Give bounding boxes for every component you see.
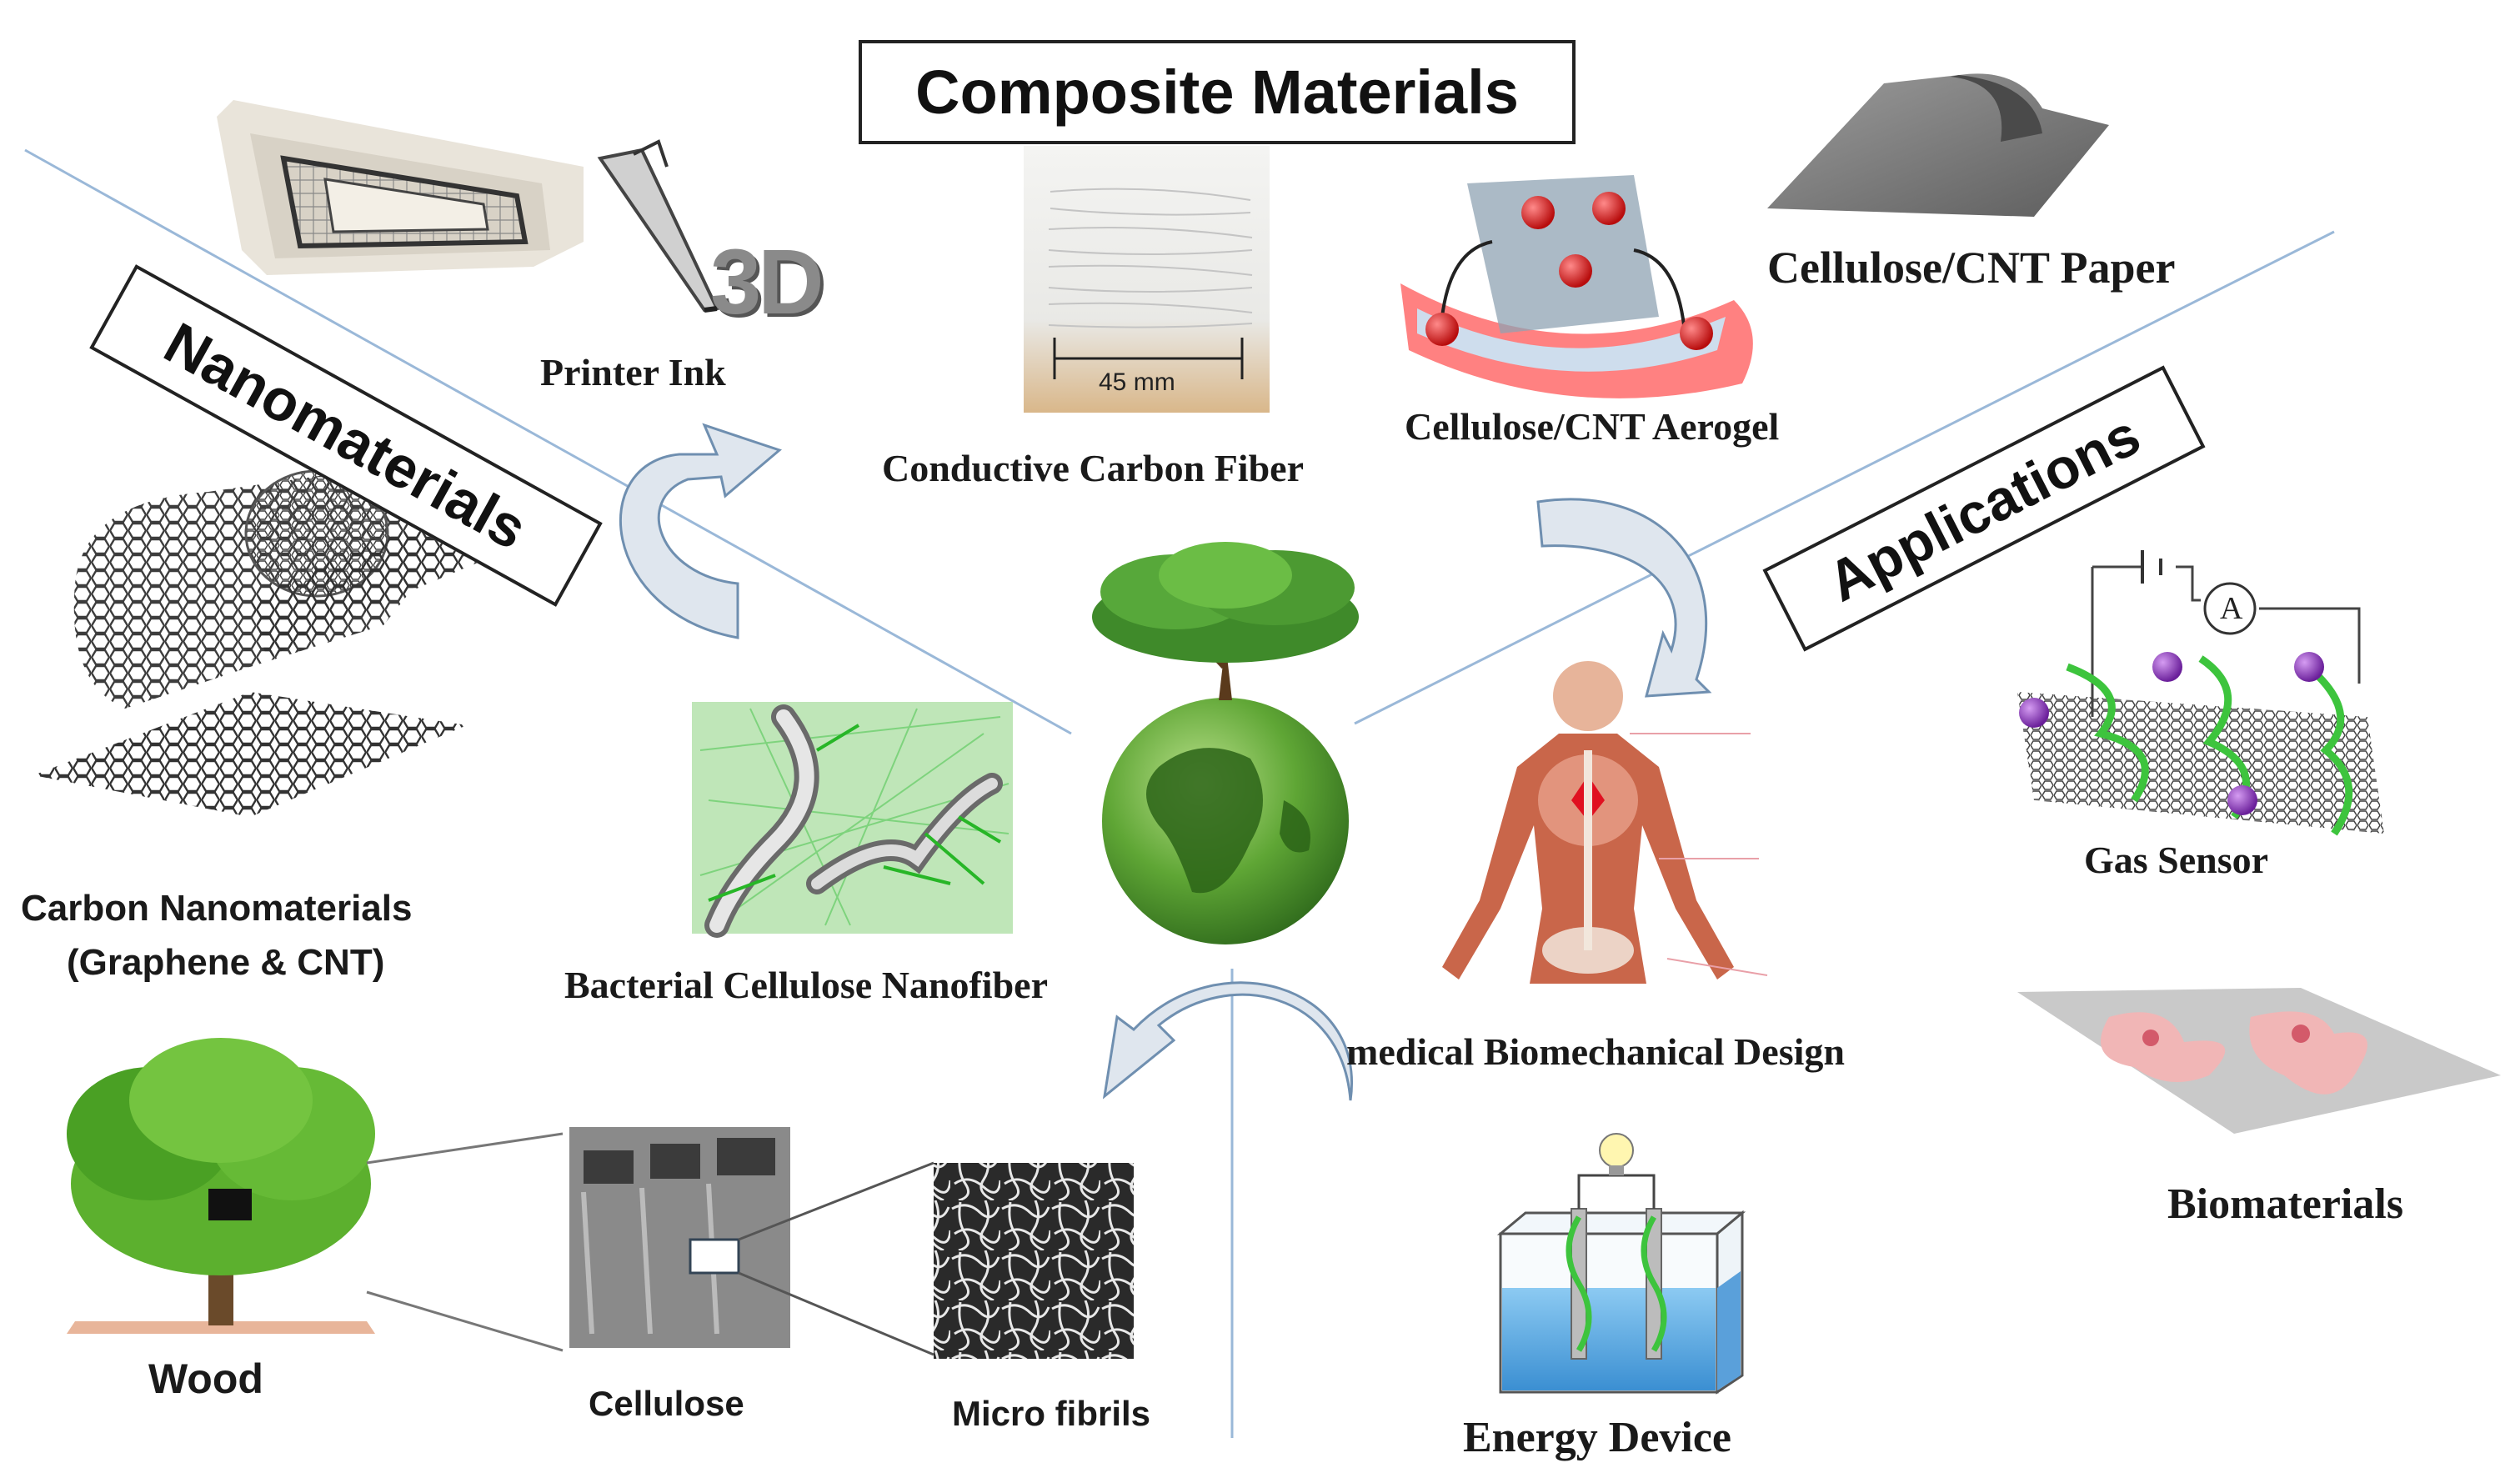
ammeter-label: A (2220, 591, 2243, 626)
printer-ink-caption: Printer Ink (540, 351, 726, 393)
energy-device-caption: Energy Device (1463, 1414, 1732, 1461)
aerogel-caption: Cellulose/CNT Aerogel (1405, 405, 1780, 448)
bacterial-cellulose-image (692, 702, 1013, 938)
lightbulb-icon (1599, 1133, 1634, 1175)
gas-sensor-image (2017, 550, 2384, 836)
battery-icon (2141, 550, 2162, 584)
section-divider-lines (24, 148, 2335, 1438)
energy-device-image (1496, 1133, 1746, 1395)
wood-caption: Wood (148, 1355, 263, 1402)
3d-print-icon (597, 139, 719, 313)
biomechanical-caption: medical Biomechanical Design (1346, 1030, 1845, 1073)
printer-ink-image (217, 100, 584, 275)
carbon-fiber-caption: Conductive Carbon Fiber (882, 447, 1304, 489)
micro-fibrils-image (934, 1163, 1134, 1359)
carbon-fiber-image (1024, 146, 1270, 413)
biomaterials-caption: Biomaterials (2167, 1180, 2404, 1228)
gas-sensor-caption: Gas Sensor (2084, 839, 2269, 881)
biomaterials-image (2017, 988, 2501, 1134)
cnt-paper-caption: Cellulose/CNT Paper (1767, 243, 2176, 293)
cnt-paper-image (1767, 73, 2109, 217)
carbon-nano-caption-line2: (Graphene & CNT) (67, 942, 385, 983)
human-body-image (1442, 661, 1768, 984)
section-title-composite-materials: Composite Materials (859, 40, 1576, 144)
ammeter-icon (2203, 582, 2257, 635)
wood-tree-image (67, 1038, 564, 1352)
micro-fibrils-caption: Micro fibrils (952, 1394, 1151, 1433)
carbon-nanomaterials-image (33, 467, 509, 817)
3d-print-label: 3D (710, 231, 824, 333)
cellulose-sem-image (569, 1127, 934, 1356)
aerogel-image (1400, 175, 1753, 398)
curved-arrow-icons (619, 423, 1712, 1101)
fiber-width-label: 45 mm (1099, 368, 1175, 396)
cellulose-caption: Cellulose (589, 1384, 744, 1423)
carbon-nano-caption-line1: Carbon Nanomaterials (21, 888, 413, 929)
tree-globe-icon (1092, 542, 1359, 944)
bacterial-cellulose-caption: Bacterial Cellulose Nanofiber (564, 964, 1049, 1006)
